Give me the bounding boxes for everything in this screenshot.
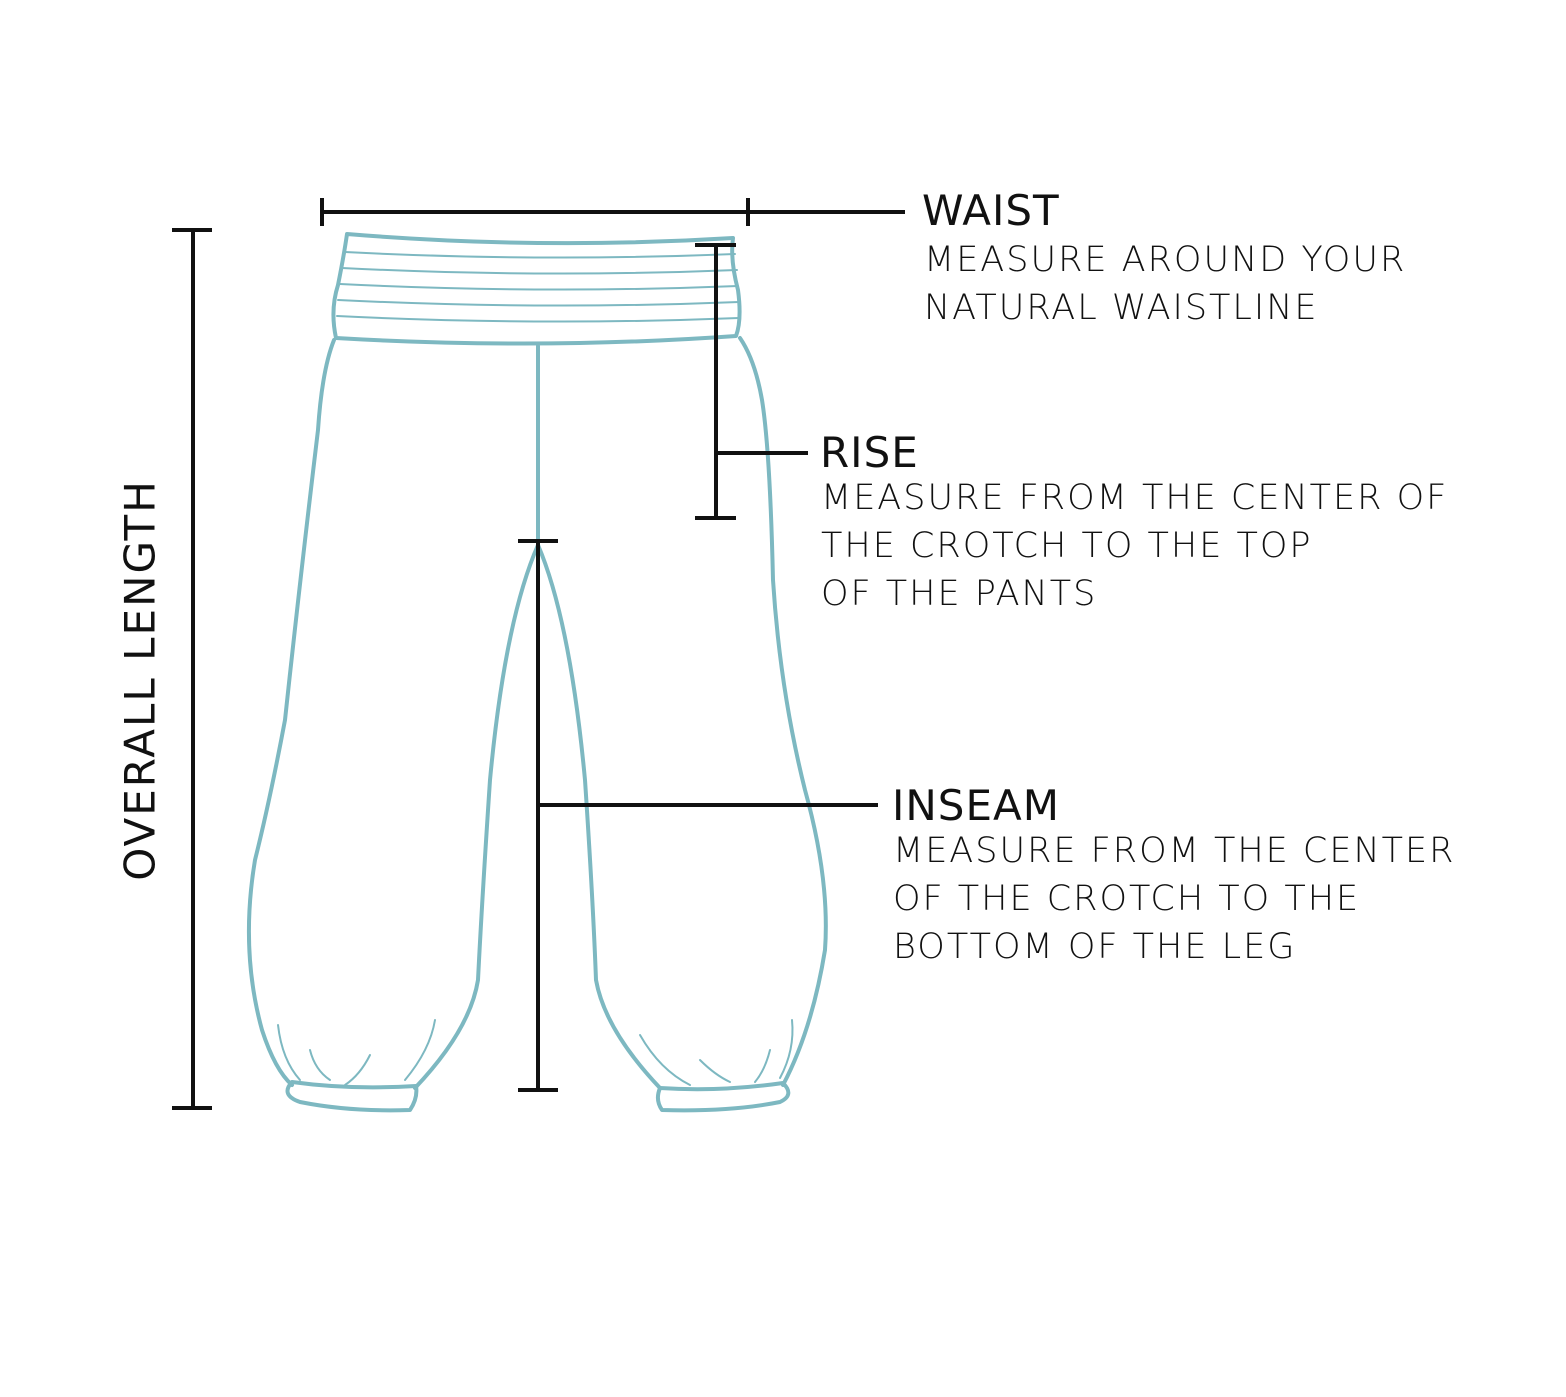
waist-label: WAIST — [922, 186, 1060, 235]
rise-label: RISE — [820, 428, 919, 477]
rise-description: MEASURE FROM THE CENTER OF THE CROTCH TO… — [821, 474, 1448, 618]
right-leg — [536, 336, 828, 1090]
left-hem — [285, 1080, 419, 1113]
waist-description: MEASURE AROUND YOUR NATURAL WAISTLINE — [924, 236, 1406, 332]
overall-length-line — [172, 228, 212, 1110]
overall-length-label: OVERALL LENGTH — [115, 479, 165, 881]
inseam-description-line: MEASURE FROM THE CENTER — [893, 831, 1456, 871]
waistband — [331, 232, 742, 346]
rise-description-line: MEASURE FROM THE CENTER OF — [821, 478, 1449, 518]
rise-description-line: OF THE PANTS — [821, 574, 1098, 614]
rise-description-line: THE CROTCH TO THE TOP — [821, 526, 1313, 566]
rise-line — [695, 243, 808, 520]
inseam-description-line: OF THE CROTCH TO THE — [893, 879, 1361, 919]
waist-line — [320, 198, 905, 226]
inseam-label: INSEAM — [892, 781, 1060, 830]
right-hem — [655, 1081, 791, 1113]
hem-gathers — [277, 1019, 794, 1086]
inseam-description: MEASURE FROM THE CENTER OF THE CROTCH TO… — [893, 827, 1455, 971]
left-leg — [246, 338, 540, 1090]
inseam-line — [518, 539, 878, 1092]
waist-description-line: MEASURE AROUND YOUR — [924, 240, 1407, 280]
pants-outline — [246, 232, 828, 1113]
waistband-smocking — [336, 251, 740, 323]
inseam-description-line: BOTTOM OF THE LEG — [893, 927, 1297, 967]
waist-description-line: NATURAL WAISTLINE — [924, 288, 1319, 328]
measurement-lines — [172, 198, 905, 1110]
